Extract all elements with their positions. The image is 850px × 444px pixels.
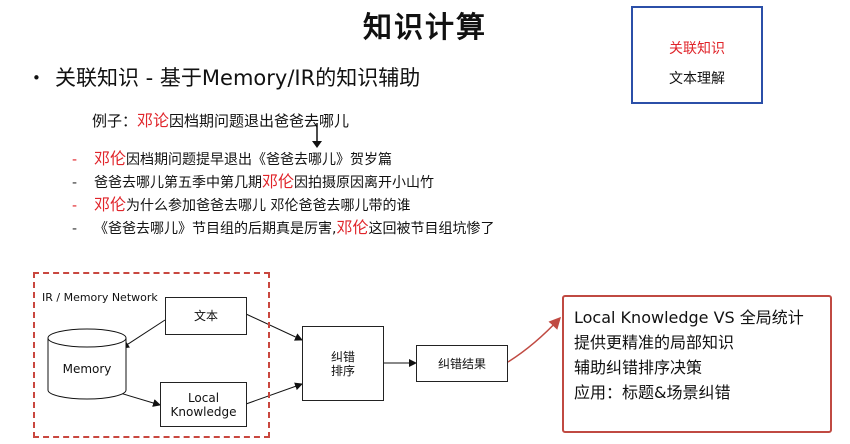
callout-box: Local Knowledge VS 全局统计 提供更精准的局部知识 辅助纠错排… [562, 295, 832, 433]
result-highlight: 邓伦 [94, 149, 127, 168]
callout-line: 提供更精准的局部知识 [574, 333, 735, 352]
network-frame [33, 272, 270, 438]
dash-bullet-icon: - [72, 198, 78, 214]
correct-sort-box: 纠错 排序 [302, 326, 384, 401]
dash-bullet-icon: - [72, 175, 78, 191]
example-prefix: 例子： [92, 112, 138, 130]
topic-box: 关联知识 文本理解 [631, 6, 763, 104]
dash-bullet-icon: - [72, 221, 78, 237]
memory-label: Memory [62, 362, 112, 376]
result-text: 为什么参加爸爸去哪儿 邓伦爸爸去哪儿带的谁 [126, 198, 411, 214]
result-item: -邓伦为什么参加爸爸去哪儿 邓伦爸爸去哪儿带的谁 [72, 194, 494, 217]
result-item: -爸爸去哪儿第五季中第几期邓伦因拍摄原因离开小山竹 [72, 171, 494, 194]
example-highlight: 邓论 [137, 111, 170, 130]
arrow-text-to-sort [245, 313, 303, 341]
result-text: 这回被节目组坑惨了 [368, 221, 495, 237]
result-highlight: 邓伦 [336, 218, 369, 237]
text-box: 文本 [165, 297, 247, 335]
local-knowledge-box: Local Knowledge [160, 382, 247, 427]
example-text: 因档期问题退出爸爸去哪儿 [169, 112, 350, 130]
down-arrow-icon [312, 123, 322, 148]
topic-line-related-knowledge: 关联知识 [669, 41, 725, 57]
result-highlight: 邓伦 [94, 195, 127, 214]
result-list: -邓伦因档期问题提早退出《爸爸去哪儿》贺岁篇-爸爸去哪儿第五季中第几期邓伦因拍摄… [72, 148, 494, 240]
network-label: IR / Memory Network [42, 291, 158, 304]
result-text: 因拍摄原因离开小山竹 [294, 175, 435, 191]
result-text: 因档期问题提早退出《爸爸去哪儿》贺岁篇 [126, 152, 393, 168]
callout-line: 应用：标题&场景纠错 [574, 383, 731, 402]
callout-line: Local Knowledge VS 全局统计 [574, 308, 804, 327]
arrow-text-to-memory [121, 319, 166, 349]
dash-bullet-icon: - [72, 152, 78, 168]
arrow-result-to-callout [507, 316, 562, 363]
result-text: 《爸爸去哪儿》节目组的后期真是厉害, [94, 221, 337, 237]
callout-line: 辅助纠错排序决策 [574, 358, 703, 377]
result-item: -邓伦因档期问题提早退出《爸爸去哪儿》贺岁篇 [72, 148, 494, 171]
bullet-icon: • [32, 69, 41, 87]
correct-result-box: 纠错结果 [416, 345, 508, 382]
example-line: 例子：邓论因档期问题退出爸爸去哪儿 [92, 107, 349, 131]
memory-cylinder [47, 328, 127, 400]
page-title: 知识计算 [362, 10, 487, 44]
topic-line-text-understanding: 文本理解 [669, 71, 725, 87]
arrow-local-to-sort [245, 382, 303, 405]
result-text: 爸爸去哪儿第五季中第几期 [94, 175, 262, 191]
result-item: -《爸爸去哪儿》节目组的后期真是厉害,邓伦这回被节目组坑惨了 [72, 217, 494, 240]
result-highlight: 邓伦 [262, 172, 295, 191]
section-heading: 关联知识 - 基于Memory/IR的知识辅助 [55, 66, 421, 90]
